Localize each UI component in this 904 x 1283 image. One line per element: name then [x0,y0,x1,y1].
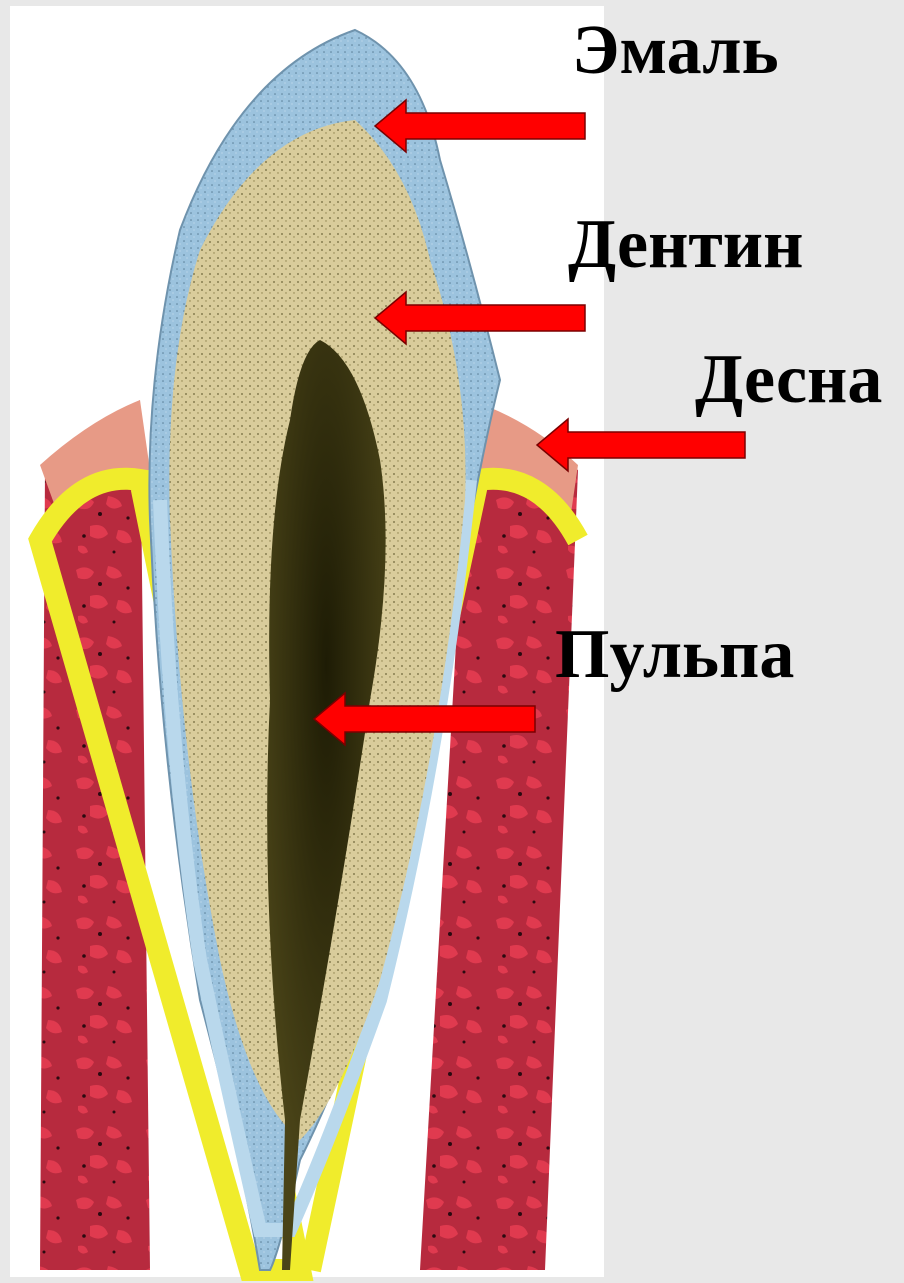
enamel-label: Эмаль [572,16,779,86]
gum-label: Десна [695,345,882,415]
dentin-label: Дентин [568,210,803,280]
left-arrow-icon [537,419,745,471]
pulp-label: Пульпа [555,620,794,690]
left-arrow-icon [375,100,585,152]
